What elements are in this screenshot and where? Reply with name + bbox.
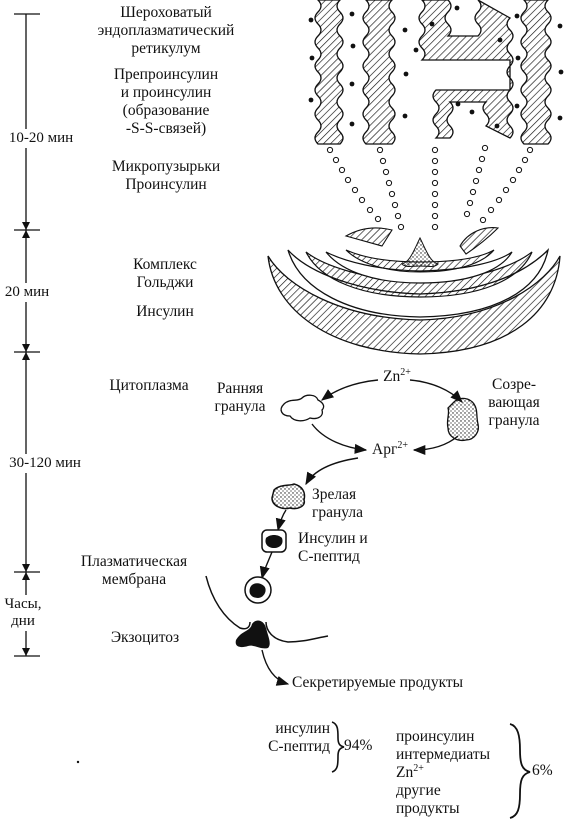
plasma-membrane xyxy=(205,575,329,643)
plasma-membrane-label: Плазматическая мембрана xyxy=(60,553,208,589)
arg-base: Арг xyxy=(372,441,398,458)
maturing-granule xyxy=(446,397,480,442)
secreted-proinsulin: проинсулин xyxy=(396,728,475,745)
zn-base: Zn xyxy=(383,368,401,385)
proinsulin-line: Проинсулин xyxy=(125,176,207,193)
cytoplasm-label: Цитоплазма xyxy=(109,377,189,394)
early-granule-line2: гранула xyxy=(214,398,266,415)
exocytosis-label: Экзоцитоз xyxy=(110,629,180,646)
rough-er-line2: эндоплазматический xyxy=(97,22,235,39)
hours-label: Часы, xyxy=(4,596,42,612)
plasma-membrane-line2: мембрана xyxy=(101,571,167,588)
preproinsulin-line2: и проинсулин xyxy=(120,84,212,101)
mature-granule-label: Зрелая гранула xyxy=(312,486,402,522)
timeline-arrowheads xyxy=(22,222,30,656)
preproinsulin-line3: (образование xyxy=(122,102,210,119)
preproinsulin-label: Препроинсулин и проинсулин (образование … xyxy=(78,66,254,138)
golgi-label: Комплекс Гольджи xyxy=(100,256,230,292)
time-label-10-20: 10-20 мин xyxy=(0,129,82,148)
golgi-line2: Гольджи xyxy=(136,274,194,291)
golgi-complex xyxy=(267,227,561,355)
arrow-arg-to-mature-granule xyxy=(305,457,359,486)
rough-er-label: Шероховатый эндоплазматический ретикулум xyxy=(68,4,264,58)
secreted-other-line2: продукты xyxy=(396,800,460,817)
insulin-c-peptide-line2: С-пептид xyxy=(298,548,360,565)
preproinsulin-line1: Препроинсулин xyxy=(113,66,219,83)
secreted-left-list: инсулин С-пептид xyxy=(236,720,330,756)
plasma-membrane-line1: Плазматическая xyxy=(80,553,188,570)
maturing-granule-line2: вающая xyxy=(488,394,540,411)
insulin-c-peptide-line1: Инсулин и xyxy=(298,530,368,547)
early-granule-label: Ранняя гранула xyxy=(200,380,280,416)
secreted-zn: Zn2+ xyxy=(396,762,510,782)
maturing-granule-line1: Созре- xyxy=(491,376,536,393)
maturing-granule-line3: гранула xyxy=(488,412,540,429)
early-granule xyxy=(280,394,325,422)
insulin-label: Инсулин xyxy=(136,303,194,320)
mature-granule-line1: Зрелая xyxy=(312,486,357,503)
exocytosis-release xyxy=(235,620,270,649)
percent-94: 94% xyxy=(344,737,373,754)
secreted-c-peptide: С-пептид xyxy=(268,738,330,755)
zn-label: Zn2+ xyxy=(372,366,422,386)
secreted-right-list: проинсулин интермедиаты Zn2+ другие прод… xyxy=(396,728,510,818)
arrow-insulin-c-peptide-to-membrane xyxy=(259,551,273,580)
secreted-other-line1: другие xyxy=(396,782,441,799)
secreted-intermediates: интермедиаты xyxy=(396,746,491,763)
rough-er-line3: ретикулум xyxy=(131,40,201,57)
ribosome-dots xyxy=(308,5,564,129)
microvesicles-line1: Микропузырьки xyxy=(111,158,221,175)
bracket-6 xyxy=(509,723,531,819)
arrow-exocytosis-to-products xyxy=(261,649,290,686)
maturing-granule-label: Созре- вающая гранула xyxy=(474,376,554,430)
time-label-20: 20 мин xyxy=(0,283,54,302)
arrow-mature-to-insulin-c-peptide xyxy=(275,509,287,532)
time-label-hours-days: Часы, дни xyxy=(0,595,46,631)
percent-6: 6% xyxy=(532,762,553,779)
preproinsulin-line4: -S-S-связей) xyxy=(125,120,207,137)
microvesicles xyxy=(326,144,534,231)
days-label: дни xyxy=(11,613,35,629)
insulin-c-peptide-granule xyxy=(261,529,287,553)
arg-sup: 2+ xyxy=(397,439,408,451)
zn-sup: 2+ xyxy=(400,366,411,378)
mature-granule-line2: гранула xyxy=(312,504,363,521)
rough-er-sheets xyxy=(314,0,552,145)
golgi-line1: Комплекс xyxy=(133,256,197,273)
secreted-products-title: Секретируемые продукты xyxy=(292,674,464,691)
secreted-zn-base: Zn xyxy=(396,764,414,781)
granule-in-membrane xyxy=(244,576,272,604)
speck xyxy=(76,760,80,764)
rough-er-line1: Шероховатый xyxy=(120,4,212,21)
secreted-insulin: инсулин xyxy=(275,720,330,737)
arrow-maturing-granule-to-arg xyxy=(412,435,459,456)
bracket-94 xyxy=(331,721,345,773)
mature-granule xyxy=(271,483,306,510)
microvesicles-label: Микропузырьки Проинсулин xyxy=(78,158,254,194)
time-label-30-120: 30-120 мин xyxy=(0,454,90,473)
arrow-zn-to-early-granule xyxy=(320,379,379,401)
insulin-c-peptide-label: Инсулин и С-пептид xyxy=(298,530,398,566)
arrow-early-granule-to-arg xyxy=(311,423,368,454)
timeline-axis xyxy=(14,13,40,657)
arg-label: Арг2+ xyxy=(362,439,418,459)
secreted-zn-sup: 2+ xyxy=(413,762,424,774)
early-granule-line1: Ранняя xyxy=(216,380,264,397)
